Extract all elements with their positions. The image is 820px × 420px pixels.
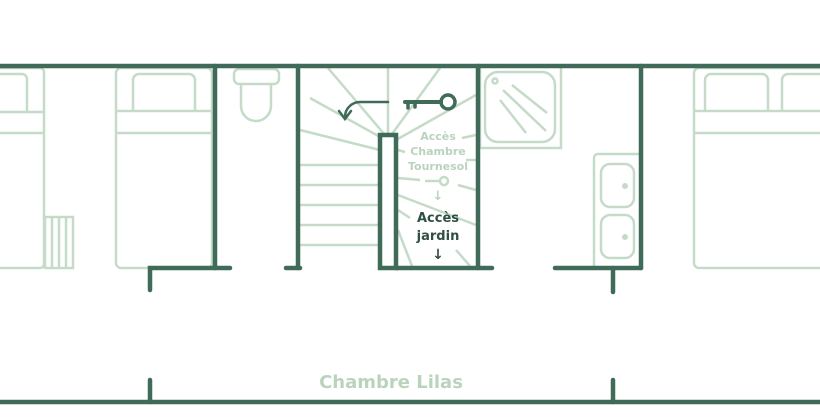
double-sink-icon	[592, 152, 640, 268]
walls	[0, 63, 820, 405]
key-icon	[403, 93, 457, 111]
arrow-down-icon: ↓	[433, 189, 444, 204]
label-line: Chambre	[410, 145, 466, 158]
label-line: Tournesol	[408, 160, 468, 173]
toilet-icon	[232, 67, 281, 123]
label-line: jardin	[416, 229, 460, 244]
curved-arrow-icon	[337, 100, 390, 122]
arrow-down-icon: ↓	[432, 247, 444, 263]
bed-left-partial	[0, 66, 46, 270]
upper-access-label: Accès Chambre Tournesol ↓	[408, 130, 468, 204]
label-line: Accès	[417, 211, 459, 226]
shower-icon	[478, 66, 563, 150]
bed-double-right	[692, 66, 820, 270]
small-key-icon	[425, 175, 450, 187]
room-label-chambre-lilas: Chambre Lilas	[319, 372, 463, 393]
label-line: Accès	[420, 130, 456, 143]
bed-side-rug	[43, 215, 75, 270]
bed-single	[114, 66, 214, 270]
garden-access-label: Accès jardin ↓	[416, 211, 460, 263]
